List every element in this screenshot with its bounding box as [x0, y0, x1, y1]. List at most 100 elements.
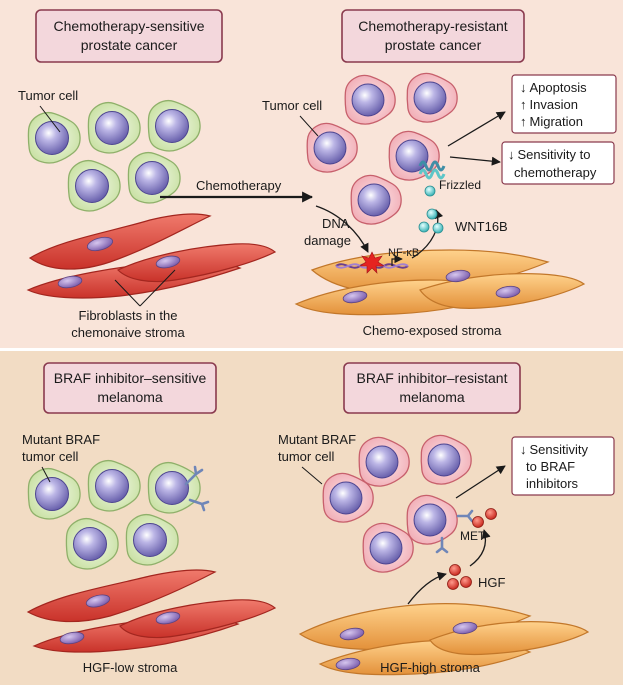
cell-nucleus [155, 471, 189, 505]
hgf-molecules [447, 508, 497, 590]
label-fibroblasts-line2: chemonaive stroma [71, 325, 185, 340]
wnt16b-molecule [426, 208, 438, 220]
fibroblast-nucleus [59, 631, 85, 645]
fibroblast-cell [26, 569, 217, 623]
wnt16b-molecules [418, 185, 444, 234]
met-receptors-right [435, 509, 474, 554]
cell-nucleus [365, 445, 399, 479]
label-wnt16b: WNT16B [455, 219, 508, 234]
hgf-binding-arrow [469, 529, 491, 567]
title-box-braf-resistant: BRAF inhibitor–resistant melanoma [343, 362, 521, 414]
effect-arrow-braf [455, 465, 506, 499]
hgf-low-stroma-fibroblasts [26, 569, 277, 653]
cell-nucleus [73, 527, 107, 561]
fibroblast-nucleus [155, 255, 181, 269]
cell-nucleus [329, 481, 363, 515]
effect-invasion: ↑Invasion [520, 97, 578, 112]
cell-nucleus [95, 111, 129, 145]
hgf-molecule [449, 564, 461, 576]
fibroblast-pointer [114, 279, 141, 307]
hgf-high-stroma [298, 603, 590, 676]
label-mutant-left-line2: tumor cell [22, 449, 78, 464]
sensitivity-box-chemo: ↓Sensitivity to chemotherapy [501, 141, 615, 185]
label-hgf-high-stroma: HGF-high stroma [380, 660, 480, 675]
cell-nucleus [351, 83, 385, 117]
fibroblast-nucleus [335, 657, 361, 671]
label-chemotherapy: Chemotherapy [196, 178, 282, 193]
label-tumor-cell-right: Tumor cell [262, 98, 322, 113]
hgf-molecule [447, 578, 459, 590]
title-box-braf-sensitive: BRAF inhibitor–sensitive melanoma [43, 362, 217, 414]
sensitivity-braf-line3: inhibitors [526, 476, 579, 491]
effect-apoptosis: ↓Apoptosis [520, 80, 587, 95]
wnt16b-molecule [432, 222, 444, 234]
wnt16b-molecule [424, 185, 436, 197]
fibroblast-pointer [139, 269, 176, 307]
sensitivity-chemo-line1: ↓Sensitivity to [508, 147, 590, 162]
fibroblast-cell [119, 599, 277, 639]
dna-damage-burst [359, 251, 385, 274]
cell-nucleus [395, 139, 429, 173]
title-chemo-sensitive-line1: Chemotherapy-sensitive [54, 18, 205, 34]
label-tumor-cell-left: Tumor cell [18, 88, 78, 103]
fibroblast-nucleus [339, 627, 365, 641]
met-receptors-left [184, 465, 210, 512]
title-box-chemo-sensitive: Chemotherapy-sensitive prostate cancer [35, 9, 223, 63]
title-braf-resistant-line2: melanoma [399, 389, 465, 405]
fibroblast-nucleus [445, 269, 471, 283]
hgf-molecule [472, 516, 484, 528]
effect-migration: ↑Migration [520, 114, 583, 129]
cell-nucleus [369, 531, 403, 565]
wnt16b-molecule [418, 221, 430, 233]
label-dna-line2: damage [304, 233, 351, 248]
sensitivity-box-braf: ↓Sensitivity to BRAF inhibitors [511, 436, 615, 496]
cell-nucleus [35, 477, 69, 511]
label-hgf: HGF [478, 575, 506, 590]
cell-nucleus [427, 443, 461, 477]
effect-arrow-sensitivity [449, 156, 501, 166]
mutant-pointer-right [301, 466, 323, 485]
label-mutant-right-line1: Mutant BRAF [278, 432, 356, 447]
hgf-molecule [485, 508, 497, 520]
effect-arrow-apoptosis [447, 111, 506, 147]
cell-nucleus [135, 161, 169, 195]
chemo-to-dna-arrow [315, 205, 369, 253]
fibroblast-nucleus [57, 275, 83, 289]
cell-nucleus [75, 169, 109, 203]
fibroblast-cell [28, 213, 212, 270]
fibroblast-nucleus [342, 290, 368, 304]
cell-nucleus [133, 523, 167, 557]
fibroblast-nucleus [86, 236, 114, 252]
fibroblast-nucleus [85, 594, 111, 608]
fibroblast-nucleus [495, 285, 521, 299]
label-mutant-left-line1: Mutant BRAF [22, 432, 100, 447]
tumor-cell-pointer-left [39, 105, 61, 133]
title-chemo-sensitive-line2: prostate cancer [81, 37, 178, 53]
cell-nucleus [413, 503, 447, 537]
effects-box: ↓Apoptosis ↑Invasion ↑Migration [511, 74, 617, 134]
title-braf-sensitive-line1: BRAF inhibitor–sensitive [54, 370, 207, 386]
label-hgf-low-stroma: HGF-low stroma [83, 660, 178, 675]
frizzled-receptor [418, 160, 446, 180]
chemo-exposed-stroma [294, 249, 586, 316]
title-chemo-resistant-line2: prostate cancer [385, 37, 482, 53]
chemo-sensitive-tumor-cells [27, 99, 201, 212]
label-mutant-right-line2: tumor cell [278, 449, 334, 464]
label-dna-line1: DNA [322, 216, 350, 231]
title-braf-resistant-line1: BRAF inhibitor–resistant [357, 370, 508, 386]
label-met: MET [460, 529, 486, 543]
cell-nucleus [357, 183, 391, 217]
title-box-chemo-resistant: Chemotherapy-resistant prostate cancer [341, 9, 525, 63]
mutant-pointer-left [41, 466, 51, 483]
fibroblast-nucleus [452, 621, 478, 635]
chemo-resistant-tumor-cells [306, 72, 458, 225]
sensitivity-braf-line2: to BRAF [526, 459, 575, 474]
cell-nucleus [155, 109, 189, 143]
hgf-secretion-arrow [407, 571, 447, 605]
braf-resistant-tumor-cells [322, 434, 472, 573]
label-fibroblasts-line1: Fibroblasts in the [79, 308, 178, 323]
label-chemo-exposed-stroma: Chemo-exposed stroma [363, 323, 502, 338]
fibroblast-nucleus [155, 611, 181, 625]
